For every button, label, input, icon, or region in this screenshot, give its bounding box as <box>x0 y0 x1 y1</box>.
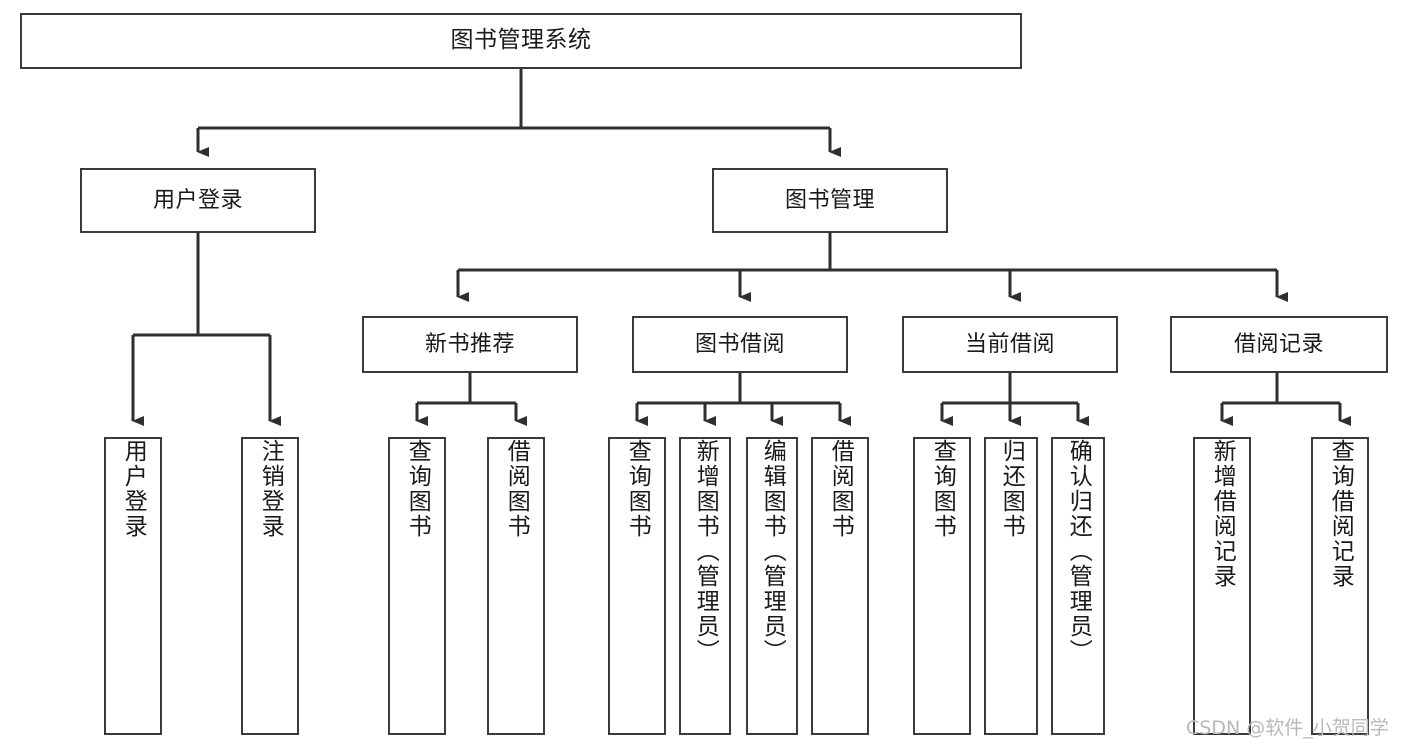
node-current-borrow[interactable]: 当前借阅 <box>902 316 1118 373</box>
node-label: 当前借阅 <box>964 331 1055 357</box>
node-user-login[interactable]: 用户登录 <box>80 168 316 233</box>
node-label: 用户登录 <box>152 187 243 213</box>
node-label: 查询图书 <box>404 439 431 539</box>
node-label: 用户登录 <box>120 439 147 539</box>
node-label: 借阅记录 <box>1233 331 1324 357</box>
node-label: 图书管理 <box>784 187 875 213</box>
leaf-book-borrow-add[interactable]: 新增图书（管理员） <box>679 437 731 735</box>
node-label: 图书管理系统 <box>450 27 592 54</box>
node-borrow-record[interactable]: 借阅记录 <box>1170 316 1388 373</box>
leaf-borrow-record-query[interactable]: 查询借阅记录 <box>1311 437 1369 735</box>
node-new-book-recommend[interactable]: 新书推荐 <box>362 316 578 373</box>
node-label: 新增图书（管理员） <box>692 439 719 664</box>
node-label: 编辑图书（管理员） <box>759 439 786 664</box>
leaf-new-book-query[interactable]: 查询图书 <box>388 437 446 735</box>
node-label: 归还图书 <box>998 439 1025 539</box>
node-book-management[interactable]: 图书管理 <box>712 168 948 233</box>
node-book-borrow[interactable]: 图书借阅 <box>632 316 848 373</box>
node-label: 图书借阅 <box>694 331 785 357</box>
node-label: 新书推荐 <box>424 331 515 357</box>
leaf-current-borrow-return[interactable]: 归还图书 <box>984 437 1038 735</box>
node-label: 查询图书 <box>929 439 956 539</box>
node-label: 注销登录 <box>257 439 284 539</box>
node-root-system[interactable]: 图书管理系统 <box>20 13 1022 69</box>
leaf-borrow-record-add[interactable]: 新增借阅记录 <box>1193 437 1251 735</box>
node-label: 借阅图书 <box>827 439 854 539</box>
leaf-current-borrow-confirm[interactable]: 确认归还（管理员） <box>1051 437 1105 735</box>
leaf-book-borrow-query[interactable]: 查询图书 <box>608 437 666 735</box>
leaf-user-login-login[interactable]: 用户登录 <box>104 437 162 735</box>
leaf-new-book-borrow[interactable]: 借阅图书 <box>487 437 545 735</box>
leaf-book-borrow-borrow[interactable]: 借阅图书 <box>811 437 869 735</box>
leaf-user-login-logout[interactable]: 注销登录 <box>241 437 299 735</box>
node-label: 查询借阅记录 <box>1327 439 1354 589</box>
csdn-watermark: CSDN @软件_小贺同学 <box>1186 717 1389 739</box>
leaf-current-borrow-query[interactable]: 查询图书 <box>913 437 971 735</box>
node-label: 借阅图书 <box>503 439 530 539</box>
leaf-book-borrow-edit[interactable]: 编辑图书（管理员） <box>746 437 798 735</box>
node-label: 确认归还（管理员） <box>1065 439 1092 664</box>
node-label: 新增借阅记录 <box>1209 439 1236 589</box>
node-label: 查询图书 <box>624 439 651 539</box>
